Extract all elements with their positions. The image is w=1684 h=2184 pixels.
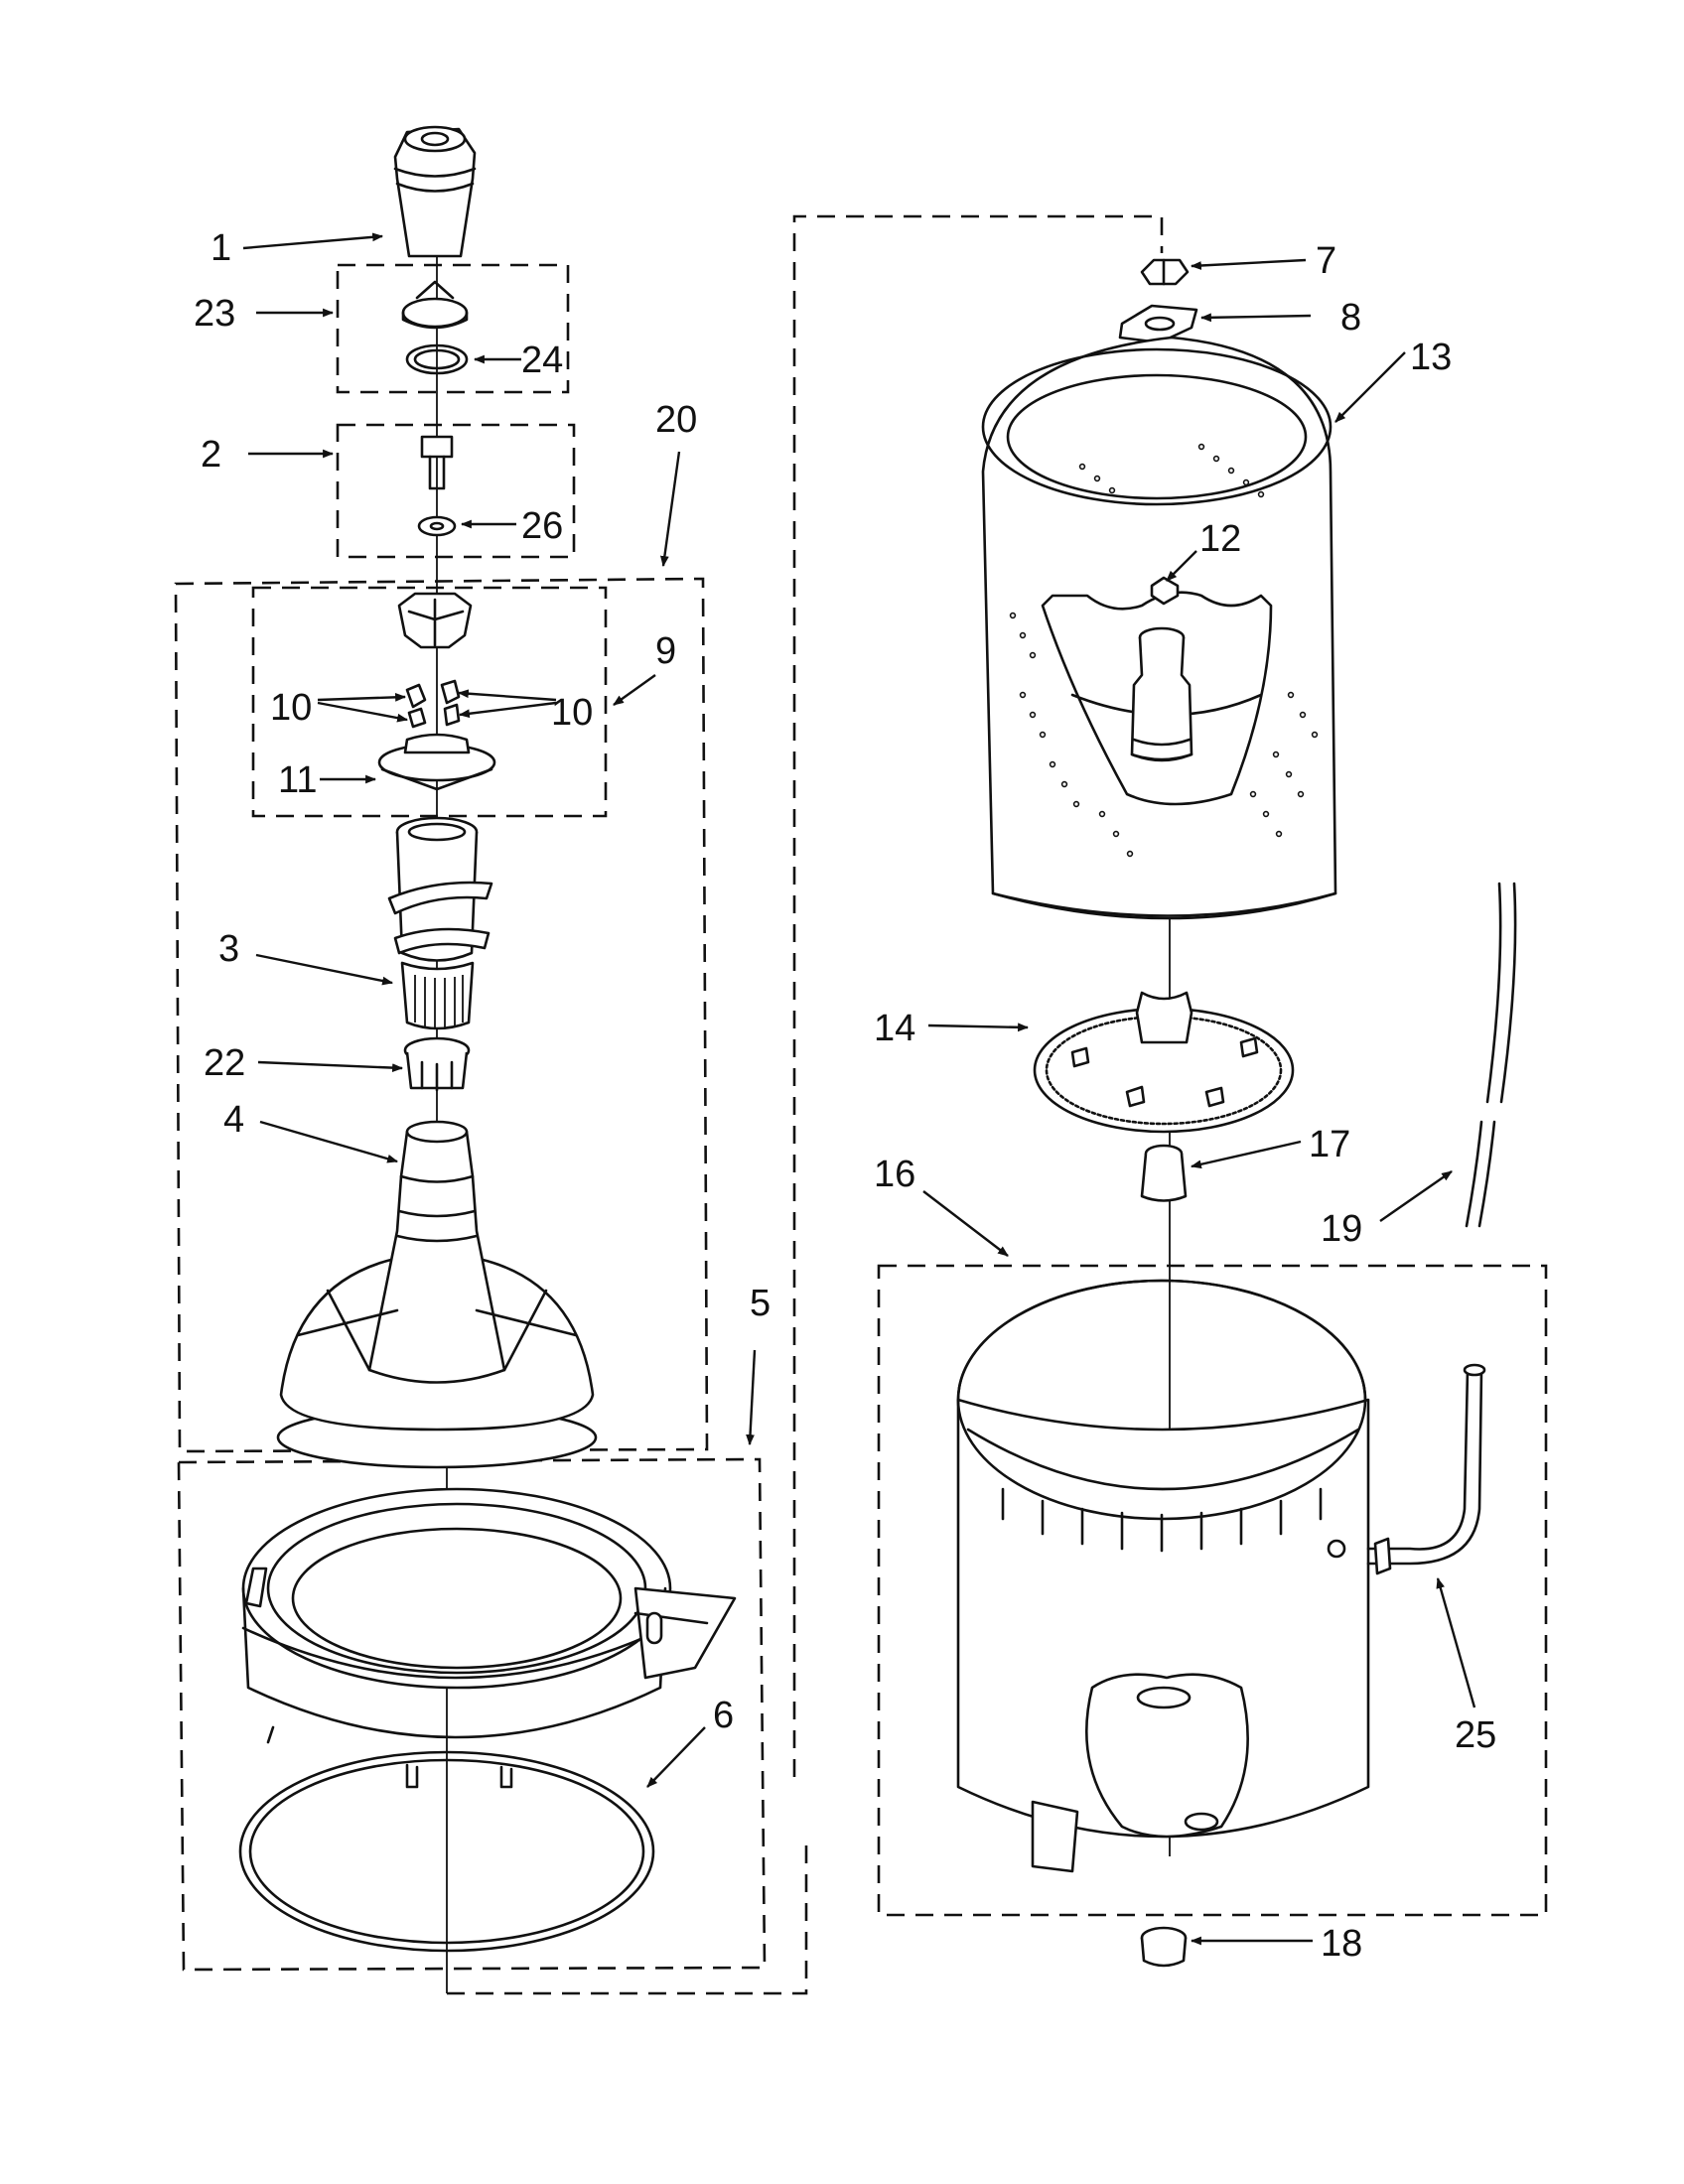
part-24-ring [405,343,469,375]
part-8-plate [1118,304,1198,354]
part-10-dogs [405,679,461,729]
callout-5: 5 [750,1283,771,1324]
part-19-hose [1465,882,1517,1228]
callout-3: 3 [218,928,239,970]
callout-9: 9 [655,630,676,672]
part-6-seal-ring [238,1750,655,1953]
box-9 [251,586,608,818]
part-13-basket [981,336,1337,920]
callout-18: 18 [1321,1923,1362,1965]
callout-14: 14 [874,1008,915,1049]
callout-labels: 1 2 3 4 5 6 7 8 9 10 10 11 12 13 14 16 1… [194,227,1496,1965]
box-20 [174,577,709,1453]
callout-24: 24 [521,340,563,381]
part-1-dispenser-cup [393,125,477,258]
part-14-impeller [1033,991,1295,1134]
callout-22: 22 [204,1042,245,1084]
callout-4: 4 [223,1099,244,1141]
callout-25: 25 [1455,1714,1496,1756]
callout-19: 19 [1321,1208,1362,1250]
part-16-outer-tub [956,1279,1370,1873]
callout-2: 2 [201,434,221,476]
connector-bottom [447,1837,808,1995]
connector-path [792,214,1164,1777]
callout-26: 26 [521,505,563,547]
callout-8: 8 [1340,297,1361,339]
group-boxes [174,214,1548,1995]
callout-12: 12 [1199,518,1241,560]
leader-lines [242,232,1476,1946]
callout-10-right: 10 [551,692,593,734]
part-25-drain-hose [1366,1363,1486,1575]
part-5-tub-ring [241,1487,737,1789]
part-7-clip [1140,258,1190,286]
box-5 [177,1457,767,1972]
callout-6: 6 [713,1695,734,1736]
part-17-bushing [1140,1144,1188,1202]
callout-1: 1 [210,227,231,269]
part-26-washer [417,515,457,537]
part-18-fitting [1140,1926,1188,1968]
box-16 [877,1264,1548,1917]
callout-7: 7 [1316,240,1336,282]
callout-20: 20 [655,399,697,441]
box-23 [336,263,570,394]
callout-13: 13 [1410,337,1452,378]
callout-17: 17 [1309,1124,1350,1165]
callout-10-left: 10 [270,687,312,729]
part-4-agitator-base [276,1120,598,1469]
part-11-driver [377,733,496,791]
callout-11: 11 [278,759,317,801]
part-3-auger [387,816,493,1030]
box-2 [336,423,576,559]
callout-23: 23 [194,293,235,335]
callout-16: 16 [874,1154,915,1195]
part-2-bolt [420,435,454,490]
part-23-cap [401,280,469,330]
part-9-cam [397,592,473,649]
part-22-coupling [403,1036,471,1092]
